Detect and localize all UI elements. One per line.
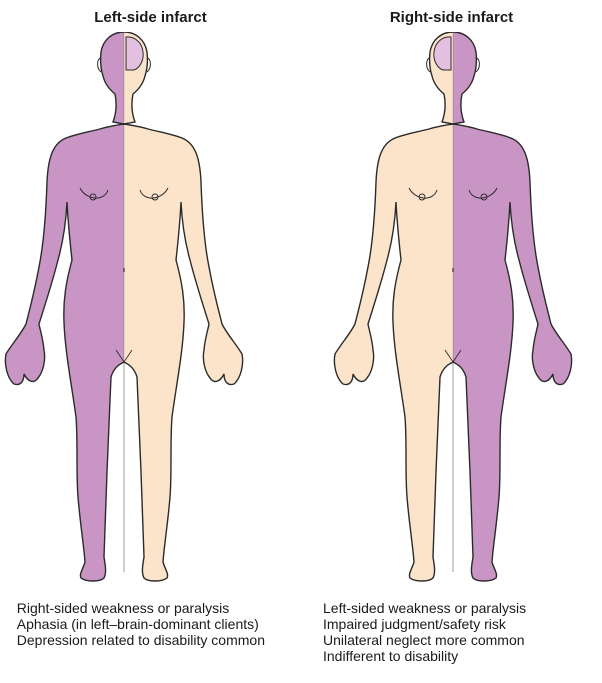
body-figure xyxy=(4,32,244,592)
right-infarct-panel: Right-side infarct Left-sided weakness o… xyxy=(301,0,602,683)
right-infarct-figure xyxy=(333,32,573,592)
finding-item: Right-sided weakness or paralysis xyxy=(17,600,265,616)
left-infarct-figure xyxy=(4,32,244,592)
finding-item: Impaired judgment/safety risk xyxy=(323,616,526,632)
right-infarct-findings: Left-sided weakness or paralysis Impaire… xyxy=(323,600,526,664)
body-figure xyxy=(333,32,573,592)
finding-item: Unilateral neglect more common xyxy=(323,632,526,648)
finding-item: Aphasia (in left–brain-dominant clients) xyxy=(17,616,265,632)
left-infarct-title: Left-side infarct xyxy=(0,9,301,27)
left-infarct-findings: Right-sided weakness or paralysis Aphasi… xyxy=(17,600,265,648)
left-infarct-panel: Left-side infarct Right-sided weakness o… xyxy=(0,0,301,683)
finding-item: Left-sided weakness or paralysis xyxy=(323,600,526,616)
finding-item: Depression related to disability common xyxy=(17,632,265,648)
finding-item: Indifferent to disability xyxy=(323,648,526,664)
right-infarct-title: Right-side infarct xyxy=(301,9,602,27)
